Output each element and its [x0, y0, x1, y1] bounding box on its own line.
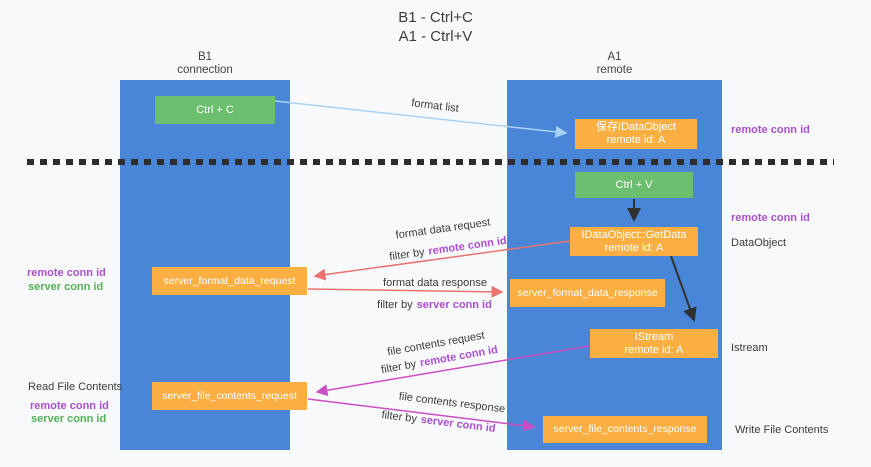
node-istream: IStream remote id: A: [590, 329, 718, 358]
filter-by-text: filter by: [388, 246, 426, 264]
lane-a1-subtitle: remote: [596, 64, 633, 76]
server-conn-id-text: server conn id: [416, 299, 492, 311]
node-server-format-data-request: server_format_data_request: [152, 267, 307, 295]
left-remote-conn-id-bottom-label: remote conn id: [30, 400, 109, 412]
node-server-file-contents-request: server_file_contents_request: [152, 382, 307, 410]
node-ctrl-v: Ctrl + V: [575, 172, 693, 198]
format-data-response-arrow: [307, 285, 504, 298]
format-data-response-label: format data response: [383, 277, 487, 289]
node-ctrl-c-label: Ctrl + C: [196, 103, 234, 116]
node-file-req-label: server_file_contents_request: [162, 389, 297, 402]
left-remote-conn-id-top-label: remote conn id: [27, 267, 106, 279]
lane-header-a1: A1 remote: [507, 51, 722, 77]
write-file-contents-label: Write File Contents: [735, 424, 829, 436]
right-remote-conn-id-top-label: remote conn id: [731, 124, 810, 136]
filter-by-text: filter by: [380, 409, 418, 426]
node-istream-line2: remote id: A: [624, 343, 684, 356]
lane-header-b1: B1 connection: [120, 51, 290, 77]
node-save-idataobject: 保存IDataObject remote id: A: [575, 119, 697, 149]
node-save-line2: remote id: A: [606, 134, 666, 146]
title-line-1: B1 - Ctrl+C: [398, 9, 473, 26]
server-conn-id-text: server conn id: [420, 413, 497, 435]
filter-by-text: filter by: [377, 299, 413, 311]
lane-b1-name: B1: [197, 51, 213, 63]
filter-by-text: filter by: [380, 358, 418, 377]
node-idataobject-getdata: IDataObject::GetData remote id: A: [570, 227, 698, 256]
node-istream-line1: IStream: [634, 330, 674, 343]
node-server-file-contents-response: server_file_contents_response: [543, 416, 707, 443]
title-line-2: A1 - Ctrl+V: [398, 28, 473, 45]
node-getdata-line2: remote id: A: [604, 241, 664, 254]
node-fmt-resp-label: server_format_data_response: [517, 286, 658, 299]
dashed-divider-line: [27, 159, 834, 165]
node-ctrl-v-label: Ctrl + V: [615, 178, 653, 191]
node-server-format-data-response: server_format_data_response: [510, 279, 665, 307]
node-file-resp-label: server_file_contents_response: [553, 423, 697, 435]
node-fmt-req-label: server_format_data_request: [163, 274, 296, 287]
lane-a1-name: A1: [607, 51, 622, 63]
read-file-contents-label: Read File Contents: [28, 381, 123, 393]
format-list-label: format list: [410, 97, 460, 115]
dataobject-label: DataObject: [731, 237, 787, 249]
page-title: B1 - Ctrl+C A1 - Ctrl+V: [0, 8, 871, 46]
left-server-conn-id-bottom-label: server conn id: [31, 413, 107, 425]
lane-b1-subtitle: connection: [177, 64, 233, 76]
node-ctrl-c: Ctrl + C: [155, 96, 275, 124]
remote-conn-id-text: remote conn id: [427, 234, 508, 258]
node-save-line1: 保存IDataObject: [595, 121, 677, 133]
node-getdata-line1: IDataObject::GetData: [581, 228, 687, 241]
right-remote-conn-id-mid-label: remote conn id: [731, 212, 810, 224]
left-server-conn-id-top-label: server conn id: [28, 281, 104, 293]
istream-side-label: Istream: [731, 342, 768, 354]
